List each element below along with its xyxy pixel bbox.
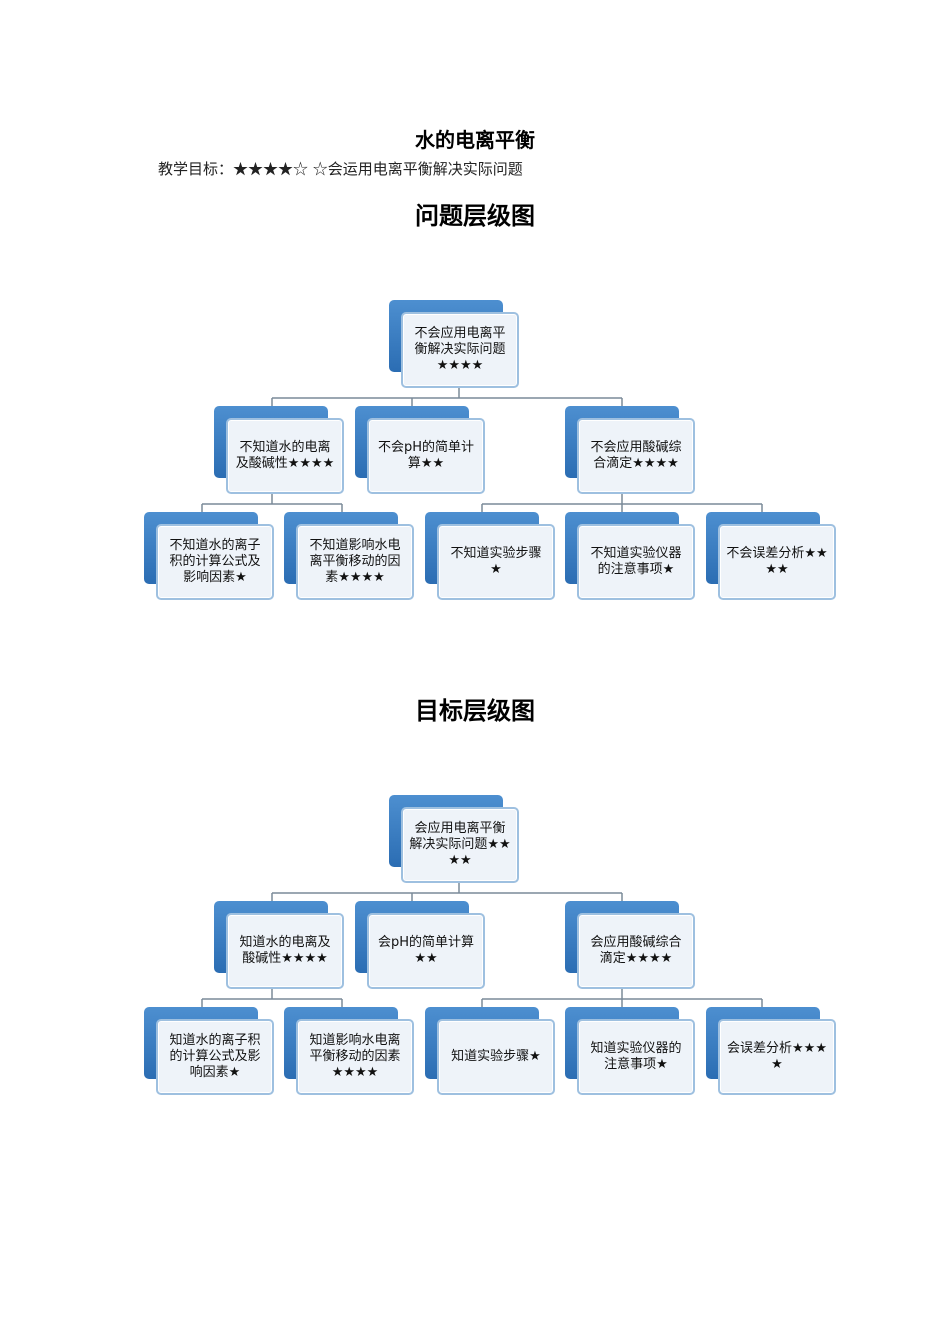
node-label: 会误差分析★★★★ [727,1041,827,1072]
node-label: 会应用电离平衡解决实际问题★★★★ [409,821,511,868]
node-label: 知道影响水电离平衡移动的因素★★★★ [309,1033,401,1080]
goal-connectors [201,879,763,1007]
node-label: 知道实验步骤★ [451,1049,541,1064]
node-label: 不知道实验仪器的注意事项★ [590,546,682,577]
goal-l2-node: 知道水的离子积的计算公式及影响因素★ [144,1007,274,1095]
goal-hierarchy-chart: 会应用电离平衡解决实际问题★★★★ 知道水的电离及酸碱性★★★★ 会pH的简单计… [0,795,950,1115]
node-label: 不知道影响水电离平衡移动的因素★★★★ [309,538,401,585]
teaching-objective: 教学目标：★★★★☆ ☆会运用电离平衡解决实际问题 [158,160,523,178]
problem-l2-node: 不会误差分析★★★★ [706,512,836,600]
goal-l1-node: 会pH的简单计算★★ [355,901,485,989]
goal-l1-node: 会应用酸碱综合滴定★★★★ [565,901,695,989]
problem-l2-node: 不知道影响水电离平衡移动的因素★★★★ [284,512,414,600]
node-label: 会应用酸碱综合滴定★★★★ [590,935,682,966]
node-label: 知道水的离子积的计算公式及影响因素★ [169,1033,261,1080]
goal-l2-node: 知道影响水电离平衡移动的因素★★★★ [284,1007,414,1095]
node-label: 知道水的电离及酸碱性★★★★ [239,935,331,966]
node-label: 会pH的简单计算★★ [377,935,475,966]
node-label: 不会误差分析★★★★ [726,546,828,577]
goal-l1-node: 知道水的电离及酸碱性★★★★ [214,901,344,989]
problem-chart-heading: 问题层级图 [415,202,535,230]
goal-root-node: 会应用电离平衡解决实际问题★★★★ [389,795,519,883]
problem-l2-node: 不知道水的离子积的计算公式及影响因素★ [144,512,274,600]
node-label: 不知道实验步骤★ [450,546,542,577]
node-label: 知道实验仪器的注意事项★ [590,1041,682,1072]
problem-l2-node: 不知道实验步骤★ [425,512,555,600]
goal-chart-heading: 目标层级图 [415,697,535,725]
goal-l2-node: 知道实验步骤★ [425,1007,555,1095]
problem-l1-node: 不会pH的简单计算★★ [355,406,485,494]
problem-hierarchy-chart: 不会应用电离平衡解决实际问题★★★★ 不知道水的电离及酸碱性★★★★ 不会pH的… [0,300,950,620]
goal-l2-node: 会误差分析★★★★ [706,1007,836,1095]
problem-root-node: 不会应用电离平衡解决实际问题★★★★ [389,300,519,388]
document-title: 水的电离平衡 [415,128,535,152]
node-label: 不知道水的电离及酸碱性★★★★ [235,440,335,471]
node-label: 不会应用酸碱综合滴定★★★★ [590,440,682,471]
node-label: 不会应用电离平衡解决实际问题★★★★ [414,326,506,373]
goal-l2-node: 知道实验仪器的注意事项★ [565,1007,695,1095]
problem-l1-node: 不知道水的电离及酸碱性★★★★ [214,406,344,494]
problem-l1-node: 不会应用酸碱综合滴定★★★★ [565,406,695,494]
node-label: 不知道水的离子积的计算公式及影响因素★ [169,538,261,585]
node-label: 不会pH的简单计算★★ [377,440,475,471]
problem-l2-node: 不知道实验仪器的注意事项★ [565,512,695,600]
